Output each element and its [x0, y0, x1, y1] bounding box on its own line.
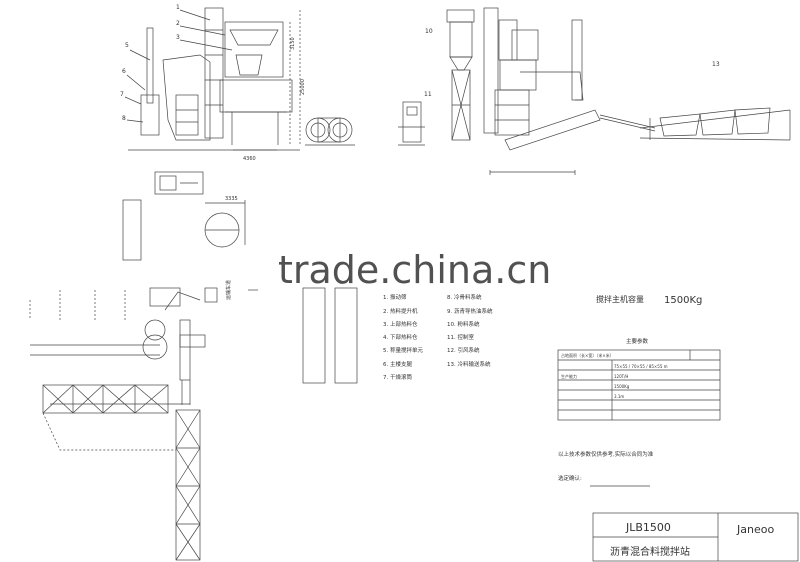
asphalt-tanks — [305, 117, 355, 146]
callout-13: 13 — [712, 61, 720, 68]
callout-2: 2 — [176, 20, 180, 27]
param-table-title: 主要参数 — [626, 337, 649, 345]
param-table — [557, 349, 721, 421]
plan-view — [29, 171, 358, 561]
legend-item-6: 6. 主楼支腿 — [383, 360, 412, 368]
param-row-0-value: 75×55 / 70×55 / 85×55 m — [614, 364, 668, 369]
watermark: trade.china.cn — [278, 248, 551, 292]
param-row-3-value: 3.1m — [614, 394, 624, 399]
legend-item-1: 1. 振动筛 — [383, 293, 407, 301]
legend-item-7: 7. 干燥滚筒 — [383, 373, 412, 381]
capacity-block: 搅拌主机容量 1500Kg — [596, 294, 702, 306]
control-room-elevation — [398, 101, 425, 146]
param-row-0-label: 占地面积（长×宽）（米×米） — [561, 352, 614, 358]
elevation-right — [446, 7, 791, 175]
callout-8: 8 — [122, 115, 126, 122]
title-block-text: JLB1500 沥青混合料搅拌站 Janeoo — [610, 521, 774, 558]
note-reference: 以上技术参数仅供参考,实际以合同为准 — [558, 450, 654, 458]
elevation-left — [124, 7, 301, 151]
param-row-1-label: 生产能力 — [561, 373, 577, 379]
callout-5: 5 — [125, 42, 129, 49]
drawing-name: 沥青混合料搅拌站 — [610, 545, 690, 558]
callout-6: 6 — [122, 68, 126, 75]
param-row-1-value: 120T/H — [614, 374, 628, 379]
legend: 1. 振动筛 2. 热料提升机 3. 上部热料仓 4. 下部热料仓 5. 称量搅… — [383, 293, 493, 381]
dim-side-height-2: 3150 — [290, 37, 296, 50]
legend-item-9: 9. 沥青导热油系统 — [447, 307, 493, 315]
callout-1: 1 — [176, 4, 180, 11]
drawing-model: JLB1500 — [625, 521, 671, 534]
cold-bins — [639, 107, 791, 141]
legend-item-4: 4. 下部热料仓 — [383, 333, 418, 341]
dim-plan-radius: 3335 — [225, 196, 238, 202]
cold-bin-column — [175, 409, 201, 561]
cold-bin-row — [42, 384, 169, 414]
legend-item-10: 10. 粉料系统 — [447, 320, 480, 328]
dimension-labels: 4360 3335 25000 3150 — [225, 37, 306, 202]
legend-item-13: 13. 冷料输送系统 — [447, 360, 491, 368]
title-block — [592, 512, 799, 562]
notes: 以上技术参数仅供参考,实际以合同为准 选定确认: — [558, 450, 654, 482]
param-table-text: 主要参数 占地面积（长×宽）（米×米） 75×55 / 70×55 / 85×5… — [561, 337, 668, 399]
capacity-label: 搅拌主机容量 — [596, 294, 644, 304]
param-row-2-value: 1500Kg — [614, 384, 630, 389]
note-confirm: 选定确认: — [558, 474, 582, 482]
legend-item-3: 3. 上部热料仓 — [383, 320, 418, 328]
callout-3: 3 — [176, 34, 180, 41]
callout-11: 11 — [424, 91, 432, 98]
callouts: 5 6 7 8 1 2 3 10 11 13 — [120, 4, 720, 122]
callout-10: 10 — [425, 28, 433, 35]
legend-item-8: 8. 冷骨料系统 — [447, 293, 482, 301]
capacity-value: 1500Kg — [664, 295, 702, 306]
legend-item-12: 12. 引风系统 — [447, 346, 480, 354]
legend-item-5: 5. 称量搅拌单元 — [383, 346, 423, 354]
callout-7: 7 — [120, 91, 124, 98]
dim-side-height: 25000 — [300, 79, 306, 95]
legend-item-11: 11. 控制室 — [447, 333, 474, 341]
brand-logo: Janeoo — [736, 523, 774, 536]
plan-note-road: 运输车道 — [225, 280, 232, 300]
dim-bottom-width: 4360 — [243, 156, 256, 162]
legend-item-2: 2. 热料提升机 — [383, 307, 418, 315]
